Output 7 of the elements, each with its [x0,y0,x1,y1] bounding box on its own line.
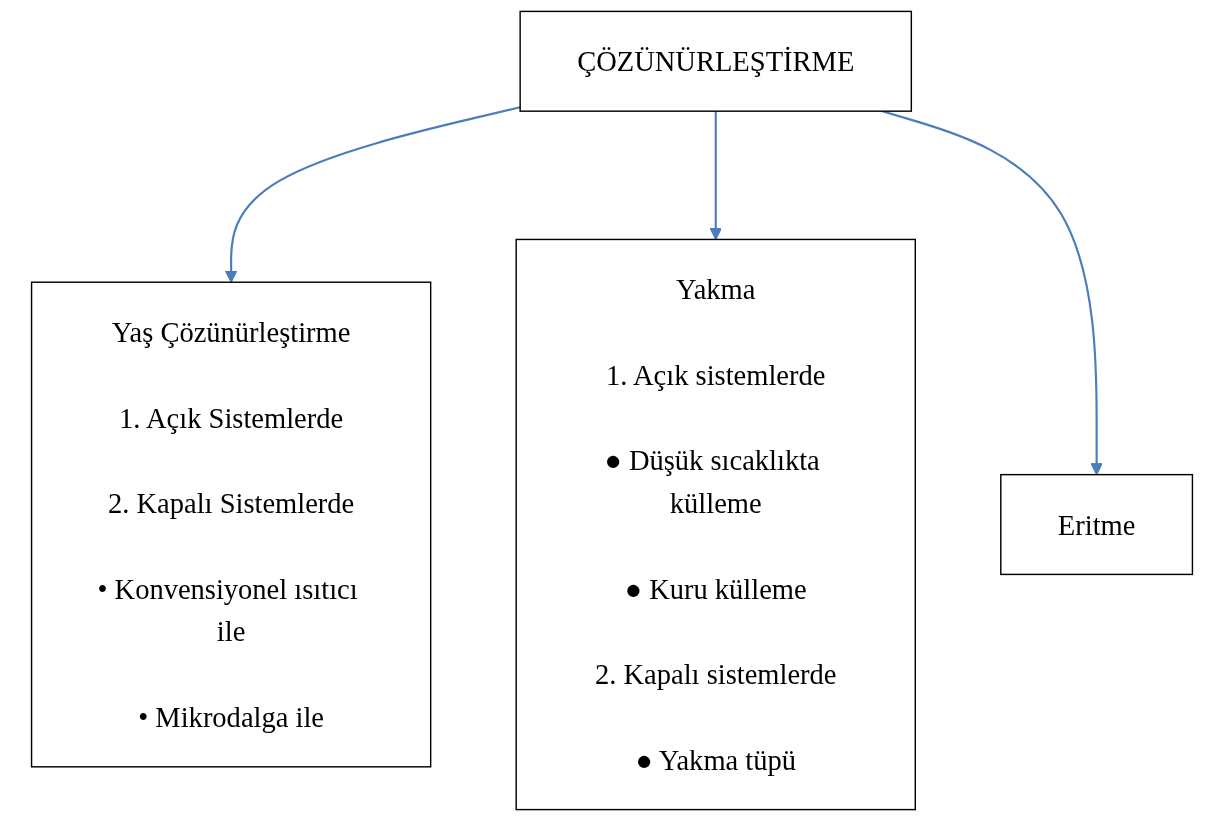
arrow [224,106,521,283]
node-box: Yakma 1. Açık sistemlerde ● Düşük sıcaklıkta külleme ● Kuru külleme 2. Kapalı sistemlerde ● Yakma tüpü [515,238,916,811]
node-box: Eritme [1000,473,1194,576]
node-box: ÇÖZÜNÜRLEŞTİRME [519,10,913,112]
arrow [709,111,722,241]
arrow [882,110,1103,476]
node-box: Yaş Çözünürleştirme 1. Açık Sistemlerde 2. Kapalı Sistemlerde • Konvensiyonel ısıtıcı ile • Mikrodalga ile [30,281,432,768]
